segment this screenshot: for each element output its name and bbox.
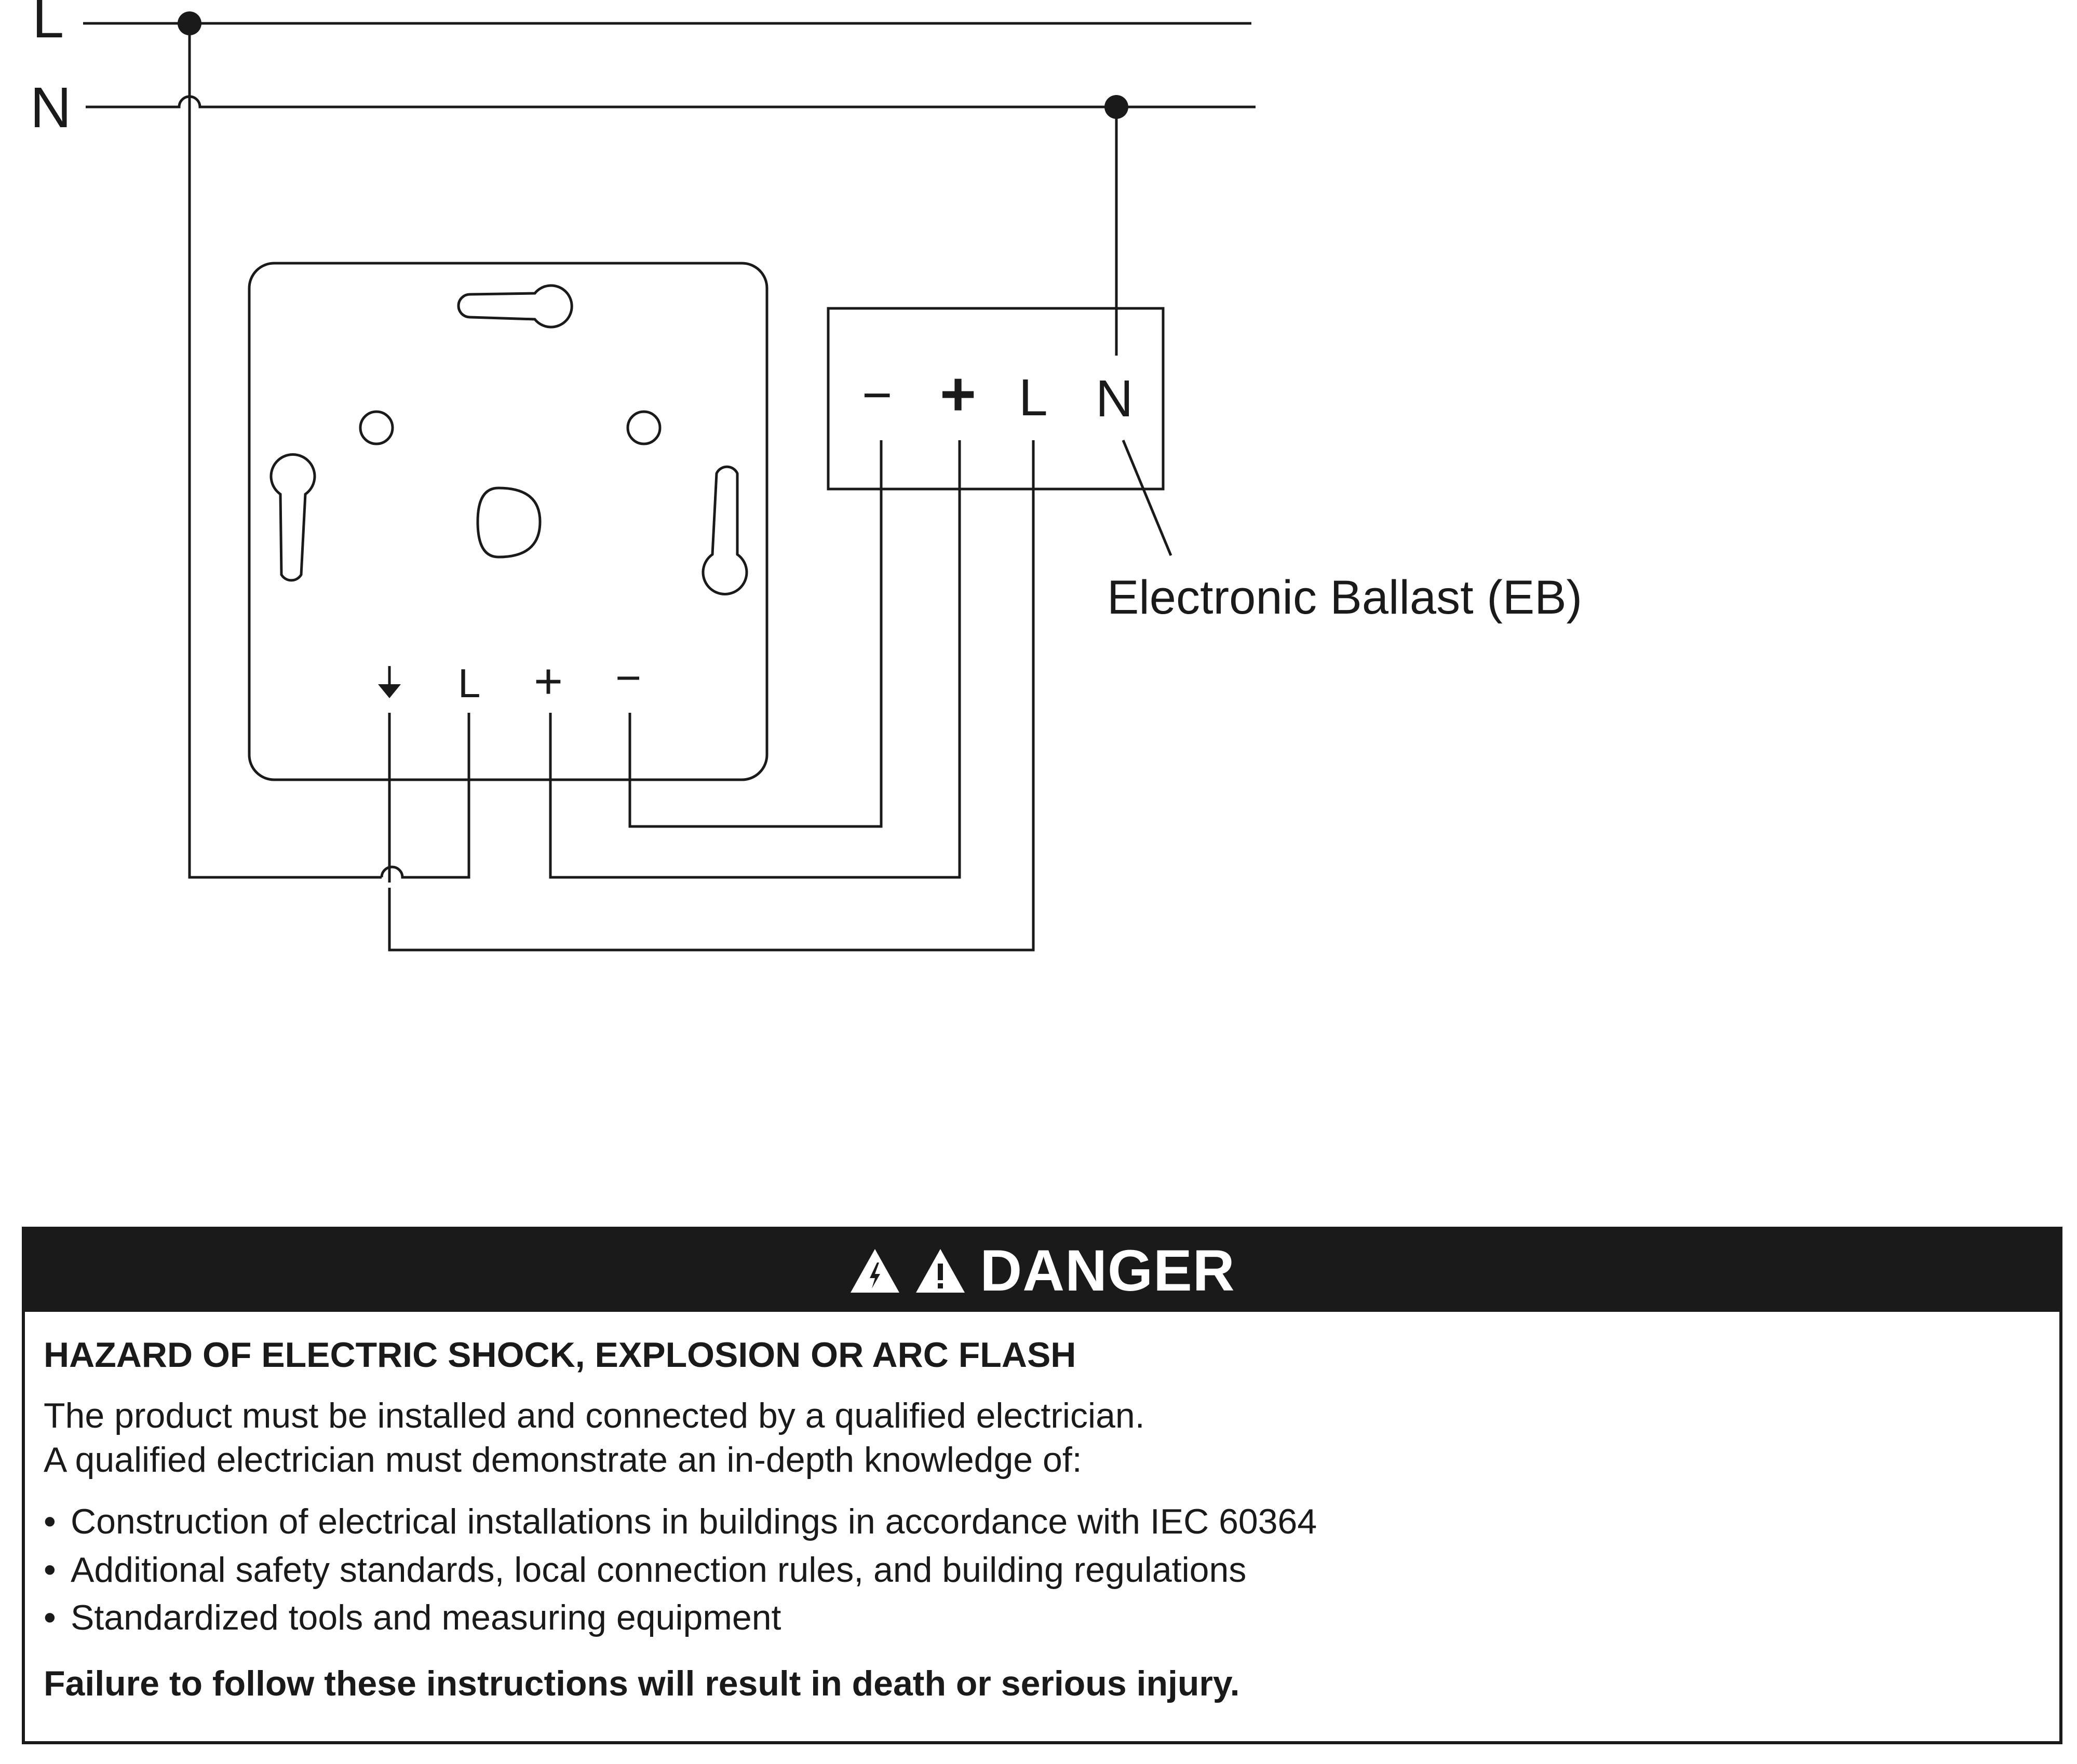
ballast-box [827, 307, 1165, 491]
dimmer-right-slot [702, 465, 748, 595]
ballast-label-leader [1122, 440, 1172, 556]
minus-wire [628, 440, 883, 828]
knowledge-list: • Construction of electrical installation… [44, 1498, 2041, 1641]
ballast-label: Electronic Ballast (EB) [1107, 571, 1582, 624]
danger-title: DANGER [980, 1238, 1235, 1303]
supply-neutral-wire [86, 95, 1256, 108]
hazard-title: HAZARD OF ELECTRIC SHOCK, EXPLOSION OR A… [44, 1335, 1076, 1375]
ballast-terminal-minus-label: − [862, 366, 892, 424]
list-item: • Additional safety standards, local conn… [44, 1546, 2041, 1594]
ballast-terminal-line-label: L [1019, 369, 1048, 427]
ballast-terminal-neutral-label: N [1096, 370, 1133, 428]
intro-line-2: A qualified electrician must demonstrate… [44, 1440, 1082, 1480]
plus-wire [549, 440, 961, 879]
dimmer-top-slot [457, 284, 573, 329]
list-item-text: Additional safety standards, local conne… [71, 1550, 1247, 1590]
supply-neutral-label: N [30, 76, 71, 140]
danger-panel: DANGER HAZARD OF ELECTRIC SHOCK, EXPLOSI… [22, 1227, 2062, 1744]
dimmer-terminal-line-label: L [458, 660, 480, 706]
dimmer-center-hole [476, 486, 542, 559]
danger-header: DANGER [25, 1230, 2059, 1312]
dimmer-mounting-hole-right [626, 410, 662, 445]
general-warning-icon [916, 1249, 965, 1293]
ground-arrow-icon [378, 666, 401, 698]
dimmer-left-slot [269, 453, 316, 582]
dimmer-mounting-hole-left [359, 410, 394, 445]
electric-shock-warning-icon [851, 1249, 900, 1293]
dimmer-terminal-plus-label: + [534, 654, 563, 709]
wiring-diagram: L N L + − − + L N Electronic Ballast (EB… [30, 0, 1582, 952]
list-item-text: Standardized tools and measuring equipme… [71, 1598, 781, 1638]
bullet-mark: • [44, 1550, 56, 1590]
line-wire-hop [380, 713, 470, 879]
ballast-terminal-plus-label: + [940, 359, 976, 429]
bullet-mark: • [44, 1502, 56, 1542]
failure-note: Failure to follow these instructions wil… [44, 1663, 1240, 1703]
dimmer-outline [248, 262, 768, 781]
dimmer-terminal-minus-label: − [615, 653, 641, 703]
intro-line-1: The product must be installed and connec… [44, 1396, 1145, 1436]
list-item: • Construction of electrical installation… [44, 1498, 2041, 1545]
list-item: • Standardized tools and measuring equipm… [44, 1594, 2041, 1641]
load-line-wire [388, 440, 1035, 952]
line-drop-wire [188, 23, 382, 879]
supply-line-label: L [32, 0, 64, 50]
bullet-mark: • [44, 1598, 56, 1638]
danger-body: HAZARD OF ELECTRIC SHOCK, EXPLOSION OR A… [25, 1312, 2059, 1705]
list-item-text: Construction of electrical installations… [71, 1502, 1317, 1542]
